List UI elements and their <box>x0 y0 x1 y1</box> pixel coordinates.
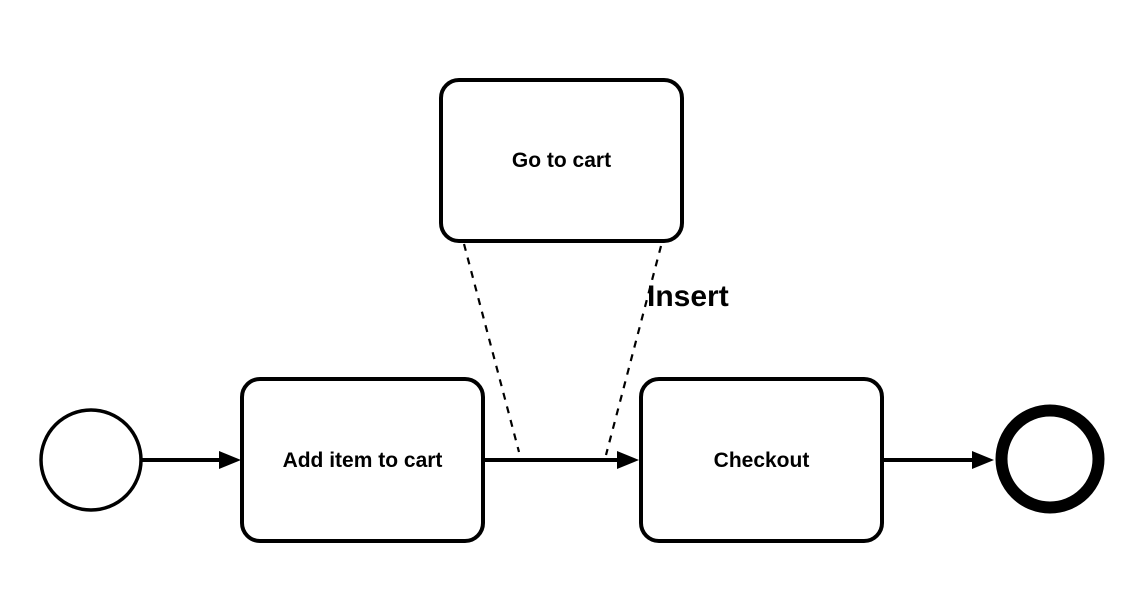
edge-start-to-additem[interactable] <box>141 451 241 469</box>
task-add-item-to-cart[interactable]: Add item to cart <box>240 377 485 543</box>
arrowhead-icon <box>972 451 994 469</box>
edge-checkout-to-end[interactable] <box>883 451 994 469</box>
edge-additem-to-checkout[interactable] <box>483 451 639 469</box>
insert-guides[interactable]: Insert <box>462 243 729 456</box>
task-go-to-cart-shape[interactable] <box>439 78 684 243</box>
task-go-to-cart[interactable]: Go to cart <box>439 78 684 243</box>
start-event-node[interactable] <box>39 408 143 512</box>
end-event-node[interactable] <box>995 404 1105 514</box>
task-go-to-cart-label: Go to cart <box>512 149 611 172</box>
arrowhead-icon <box>617 451 639 469</box>
task-add-item-label: Add item to cart <box>283 449 443 472</box>
insert-edge-label: Insert <box>647 280 729 313</box>
task-checkout-label: Checkout <box>714 449 810 472</box>
task-checkout-shape[interactable] <box>639 377 884 543</box>
task-checkout[interactable]: Checkout <box>639 377 884 543</box>
arrowhead-icon <box>219 451 241 469</box>
